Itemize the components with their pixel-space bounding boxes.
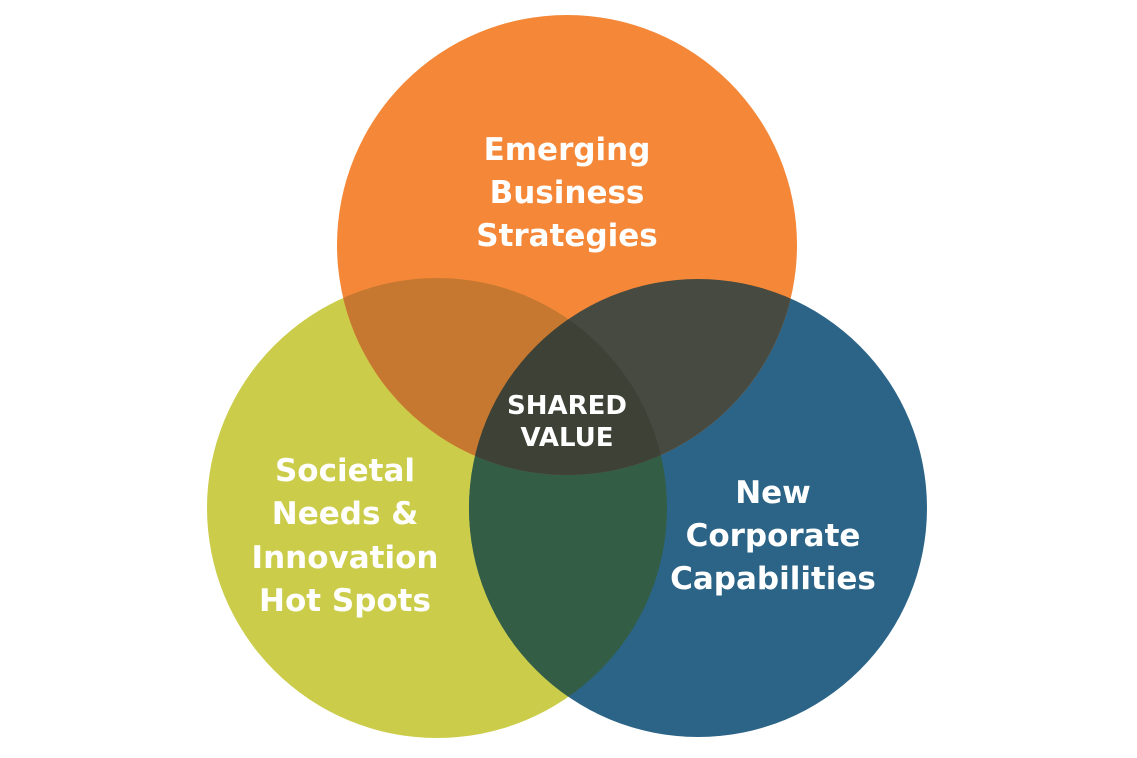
corporate-capabilities-label: New Corporate Capabilities	[670, 475, 876, 597]
label-line: Hot Spots	[259, 583, 431, 619]
label-line: Business	[490, 175, 645, 211]
label-line: SHARED	[507, 391, 627, 421]
label-line: Emerging	[484, 132, 651, 168]
label-line: Societal	[275, 453, 415, 489]
shared-value-label: SHARED VALUE	[507, 391, 627, 453]
business-corporate-overlap	[469, 279, 797, 475]
label-line: Corporate	[686, 518, 861, 554]
business-societal-overlap	[337, 278, 667, 475]
label-line: New	[735, 475, 811, 511]
label-line: VALUE	[521, 423, 614, 453]
business-strategies-label: Emerging Business Strategies	[476, 132, 658, 254]
label-line: Strategies	[476, 218, 658, 254]
societal-needs-label: Societal Needs & Innovation Hot Spots	[252, 453, 439, 619]
label-line: Needs &	[272, 496, 418, 532]
label-line: Capabilities	[670, 561, 876, 597]
label-line: Innovation	[252, 540, 439, 576]
